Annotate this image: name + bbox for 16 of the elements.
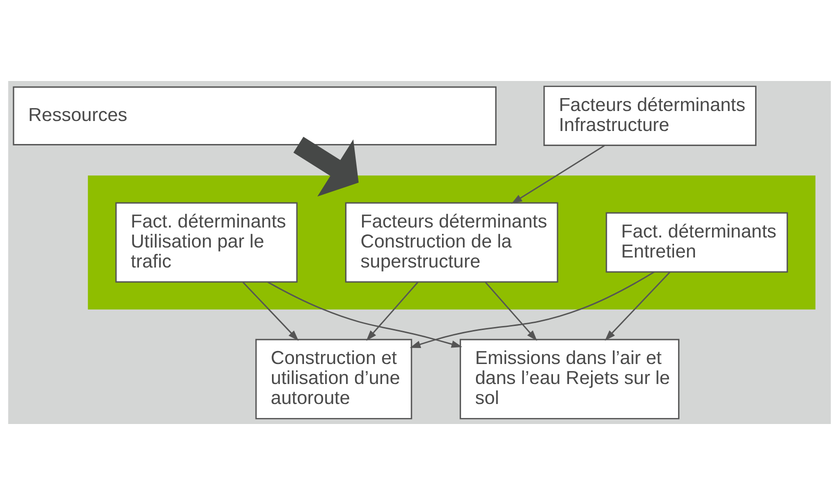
arrow — [366, 281, 418, 340]
arrow — [293, 136, 359, 196]
arrow — [484, 281, 538, 340]
node-box: Emissions dans l’air et dans l’eau Rejets sur le sol — [460, 338, 680, 419]
arrow — [604, 271, 670, 340]
node-box: Fact. déterminants Entretien — [606, 212, 788, 272]
cluster — [88, 174, 816, 309]
node-box: Facteurs déterminants Construction de la superstructure — [345, 202, 558, 282]
arrow — [511, 144, 605, 204]
arrow — [410, 271, 654, 348]
node-box: Fact. déterminants Utilisation par le trafic — [115, 202, 298, 282]
node-box: Construction et utilisation d’une autoroute — [255, 338, 412, 419]
node-box: Facteurs déterminants Infrastructure — [543, 85, 756, 146]
node-box: Ressources — [12, 86, 497, 145]
arrow — [242, 281, 299, 340]
arrow — [268, 281, 462, 348]
